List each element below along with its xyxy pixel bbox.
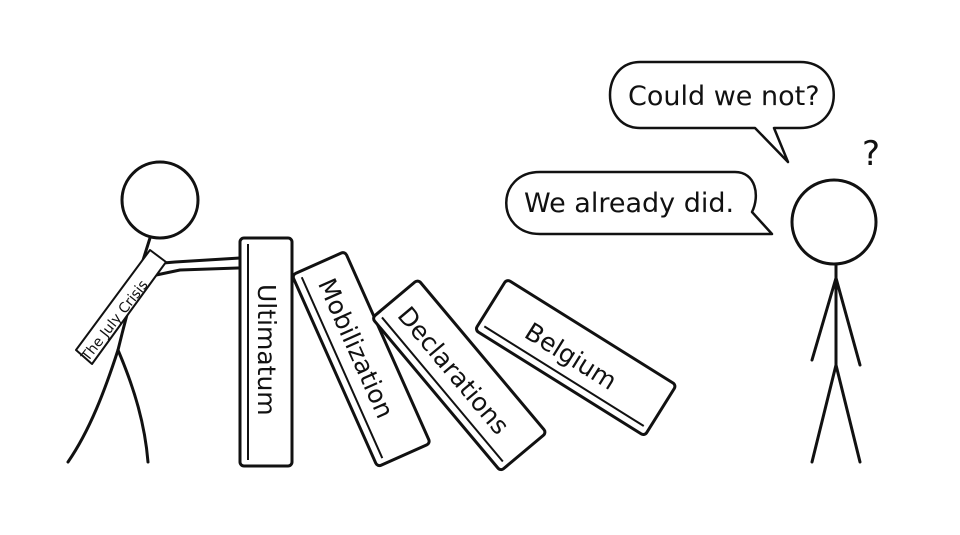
left-figure-head — [120, 160, 200, 240]
pushing-stick-figure — [66, 160, 242, 464]
left-figure-back-leg — [66, 348, 120, 464]
speech-bubble-bottom: We already did. — [505, 170, 774, 236]
right-figure-head — [790, 178, 878, 266]
right-figure-right-arm — [834, 276, 862, 367]
left-figure-front-leg — [116, 348, 150, 464]
domino-ultimatum: Ultimatum — [238, 236, 294, 468]
question-mark: ? — [862, 134, 880, 174]
right-figure-left-arm — [810, 276, 838, 362]
confused-stick-figure: ? — [790, 134, 880, 464]
right-figure-right-leg — [834, 363, 862, 464]
bubble-bottom-text: We already did. — [524, 188, 734, 219]
july-crisis-sash: The July Crisis — [75, 249, 167, 365]
domino-label-ultimatum: Ultimatum — [252, 284, 281, 416]
speech-bubble-top: Could we not? — [608, 60, 835, 164]
right-figure-left-leg — [810, 363, 838, 464]
sash-band — [75, 249, 167, 365]
bubble-top-text: Could we not? — [628, 81, 820, 112]
domino-declarations: Declarations — [372, 279, 547, 472]
sash-label: The July Crisis — [78, 277, 152, 365]
